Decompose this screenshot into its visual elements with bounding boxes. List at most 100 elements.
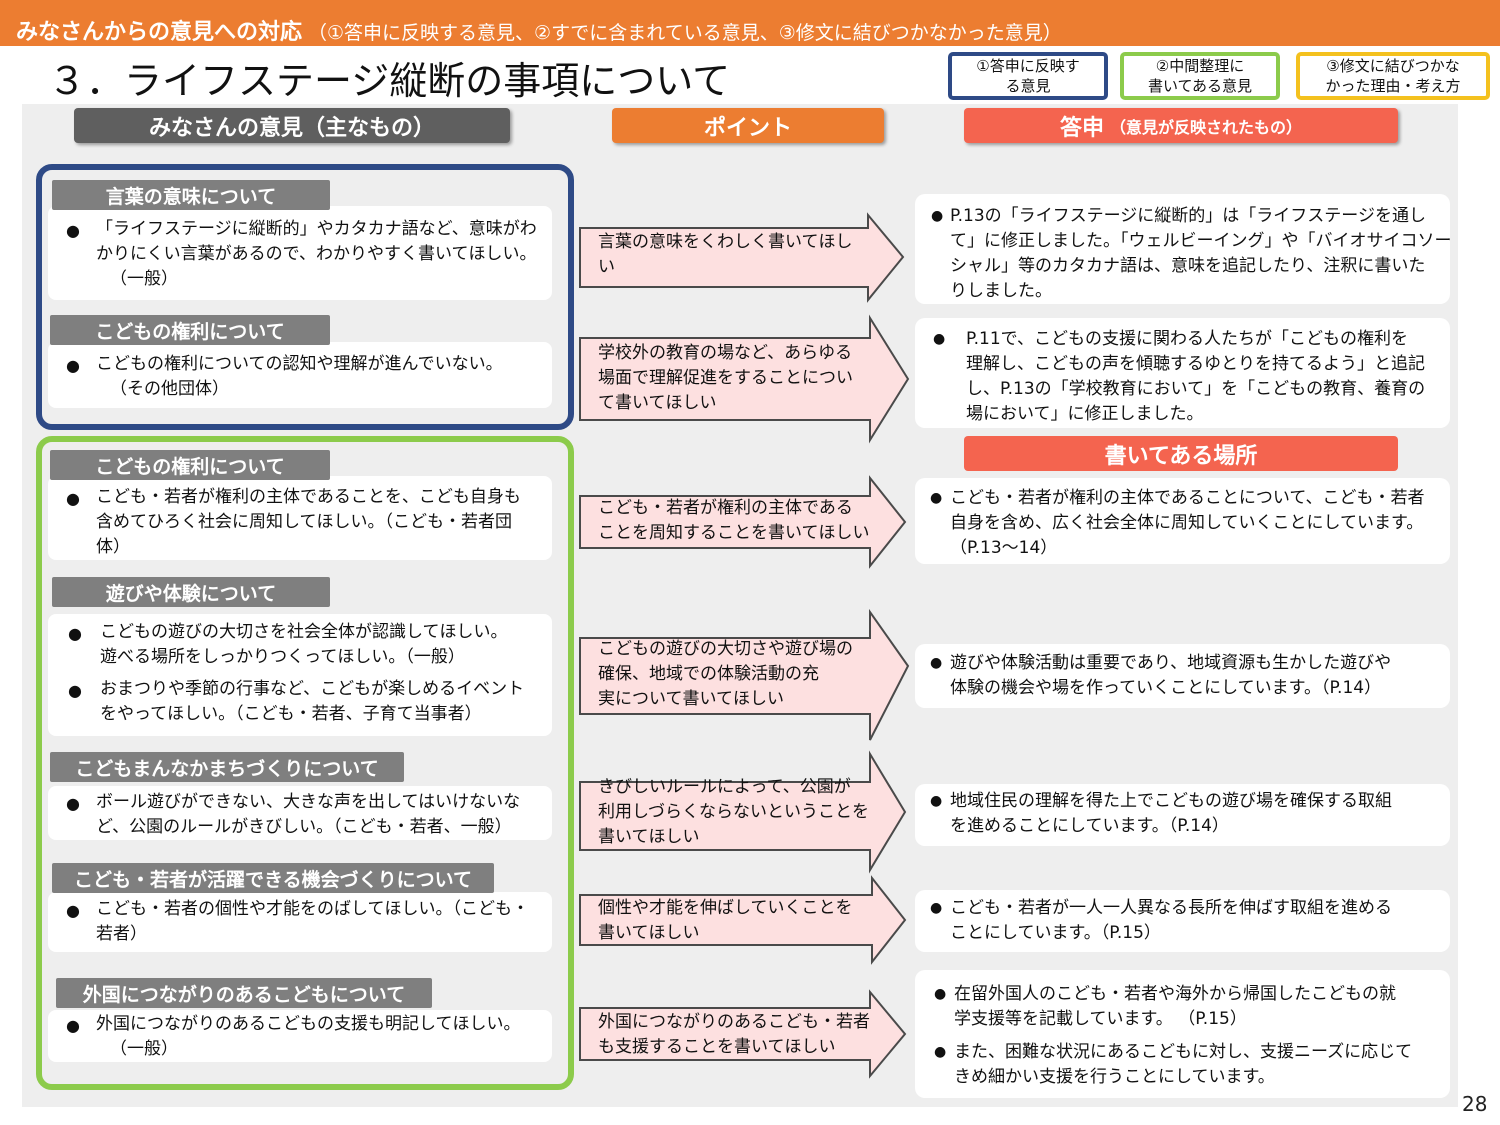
header-title: みなさんからの意見への対応 [16,20,303,45]
answer-box [915,890,1450,952]
point-arrow [579,750,907,874]
text-line: P.13の「ライフステージに縦断的」は「ライフステージを通し [950,206,1426,226]
text-line: こどもの遊びの大切さや遊び場の [598,639,853,659]
text-line: 学支援等を記載しています。 （P.15） [954,1009,1247,1029]
opinion-box [48,1010,552,1062]
opinion-box [48,206,552,300]
answer-text: 在留外国人のこども・若者や海外から帰国したこどもの就 学支援等を記載しています。… [954,982,1396,1032]
text-line: 体） [96,537,130,557]
text-line: 外国につながりのあるこども・若者 [598,1012,870,1032]
answer-box [915,478,1450,564]
point-text: 個性や才能を伸ばしていくことを 書いてほしい [598,896,878,946]
bullet: ● [930,655,943,671]
text-line: て」に修正しました。「ウェルビーイング」や「バイオサイコソー [950,231,1452,251]
point-text: きびしいルールによって、公園が 利用しづらくならないということを 書いてほしい [598,775,878,850]
answer-header: 答申（意見が反映されたもの） [964,108,1398,143]
bullet: ● [931,208,944,224]
text-line: P.11で、こどもの支援に関わる人たちが「こどもの権利を [966,329,1408,349]
text-line: 書いてほしい [598,923,700,943]
text-line: また、困難な状況にあるこどもに対し、支援ニーズに応じて [954,1042,1413,1062]
text-line: シャル」等のカタカナ語は、意味を追記したり、注釈に書いた [950,256,1426,276]
category-label: 言葉の意味について [52,180,330,210]
point-text: 学校外の教育の場など、あらゆる 場面で理解促進をすることについ て書いてほしい [598,341,878,416]
answer-box [915,644,1450,708]
text-line: ボール遊びができない、大きな声を出してはいけないな [96,792,521,812]
text-line: し、P.13の「学校教育において」を「こどもの教育、養育の [966,379,1426,399]
category-label: 遊びや体験について [52,577,330,607]
bullet: ● [66,1016,80,1035]
opinion-box [48,786,552,840]
category-label: こども・若者が活躍できる機会づくりについて [52,863,494,893]
text-line: て書いてほしい [598,393,717,413]
answer-box [915,194,1450,304]
text-line: 「ライフステージに縦断的」やカタカナ語など、意味がわ [96,219,537,239]
opinion-text: ボール遊びができない、大きな声を出してはいけないな ど、公園のルールがきびしい。… [96,790,520,840]
location-header: 書いてある場所 [964,436,1398,471]
text-line: こども・若者が一人一人異なる長所を伸ばす取組を進める [950,898,1392,918]
page-title: ３．ライフステージ縦断の事項について [48,59,731,103]
text-line: を進めることにしています。（P.14） [950,816,1229,836]
header-bar: みなさんからの意見への対応（①答申に反映する意見、②すでに含まれている意見、③修… [0,0,1500,46]
text-line: ことを周知することを書いてほしい [598,523,870,543]
text-line: （一般） [110,1039,178,1059]
text-line: こども・若者が権利の主体であることについて、こども・若者 [950,488,1425,508]
bullet: ● [66,221,80,240]
opinion-text: 外国につながりのあるこどもの支援も明記してほしい。 （一般） [96,1012,521,1062]
text-line: 利用しづらくならないということを [598,802,869,822]
text-line: 遊べる場所をしっかりつくってほしい。（一般） [100,647,465,667]
included-group-frame [36,436,574,1090]
opinion-text: こどもの権利についての認知や理解が進んでいない。 （その他団体） [96,352,503,402]
category-label: こどもの権利について [50,450,330,480]
point-text: こどもの遊びの大切さや遊び場の 確保、地域での体験活動の充 実について書いてほし… [598,637,878,712]
point-arrow [579,875,907,965]
category-label: 外国につながりのあるこどもについて [56,978,432,1008]
text-line: 外国につながりのあるこどもの支援も明記してほしい。 [96,1014,521,1034]
text-line: をやってほしい。（こども・若者、子育て当事者） [100,704,482,724]
opinion-text: おまつりや季節の行事など、こどもが楽しめるイベント をやってほしい。（こども・若… [100,677,524,727]
text-line: も支援することを書いてほしい [598,1037,836,1057]
opinions-header: みなさんの意見（主なもの） [74,108,510,143]
text-line: 理解し、こどもの声を傾聴するゆとりを持てるよう」と追記 [966,354,1425,374]
legend-line: 書いてある意見 [1147,77,1253,95]
bullet: ● [933,331,946,347]
point-arrow [579,212,905,303]
text-line: 実について書いてほしい [598,689,784,709]
text-line: （P.13～14） [950,538,1058,558]
text-line: 若者） [96,924,147,944]
text-line: 学校外の教育の場など、あらゆる [598,343,853,363]
text-line: きびしいルールによって、公園が [598,777,851,797]
opinion-text: こども・若者が権利の主体であることを、こども自身も 含めてひろく社会に周知してほ… [96,485,521,560]
bullet: ● [66,489,80,508]
text-line: ことにしています。（P.15） [950,923,1161,943]
answer-text: こども・若者が権利の主体であることについて、こども・若者 自身を含め、広く社会全… [950,486,1424,561]
text-line: （一般） [110,269,178,289]
answer-text: P.13の「ライフステージに縦断的」は「ライフステージを通し て」に修正しました… [950,204,1452,304]
opinion-box [48,476,552,560]
point-header: ポイント [612,108,884,143]
opinion-box [48,342,552,408]
text-line: きめ細かい支援を行うことにしています。 [954,1067,1275,1087]
bullet: ● [934,986,947,1002]
text-line: 遊びや体験活動は重要であり、地域資源も生かした遊びや [950,653,1392,673]
text-line: こどもの権利についての認知や理解が進んでいない。 [96,354,503,374]
opinion-text: 「ライフステージに縦断的」やカタカナ語など、意味がわ かりにくい言葉があるので、… [96,217,537,292]
opinion-text: こどもの遊びの大切さを社会全体が認識してほしい。 遊べる場所をしっかりつくってほ… [100,620,508,670]
answer-text: 地域住民の理解を得た上でこどもの遊び場を確保する取組 を進めることにしています。… [950,789,1392,839]
bullet: ● [66,794,80,813]
bullet: ● [930,490,943,506]
point-arrow [579,608,910,741]
text-line: こども・若者の個性や才能をのばしてほしい。（こども・ [96,899,529,919]
text-line: 書いてほしい [598,827,700,847]
point-text: 外国につながりのあるこども・若者 も支援することを書いてほしい [598,1010,878,1060]
text-line: 言葉の意味をくわしく書いてほし [598,232,853,252]
answer-text: P.11で、こどもの支援に関わる人たちが「こどもの権利を 理解し、こどもの声を傾… [966,327,1425,427]
header-subtitle: （①答申に反映する意見、②すでに含まれている意見、③修文に結びつかなかった意見） [308,22,1062,44]
opinion-text: こども・若者の個性や才能をのばしてほしい。（こども・ 若者） [96,897,529,947]
legend-line: ②中間整理に [1155,57,1245,75]
text-line: こども・若者が権利の主体であることを、こども自身も [96,487,521,507]
bullet: ● [66,901,80,920]
legend-line: かった理由・考え方 [1325,77,1461,95]
bullet: ● [68,681,82,700]
category-label: こどもの権利について [50,315,330,345]
